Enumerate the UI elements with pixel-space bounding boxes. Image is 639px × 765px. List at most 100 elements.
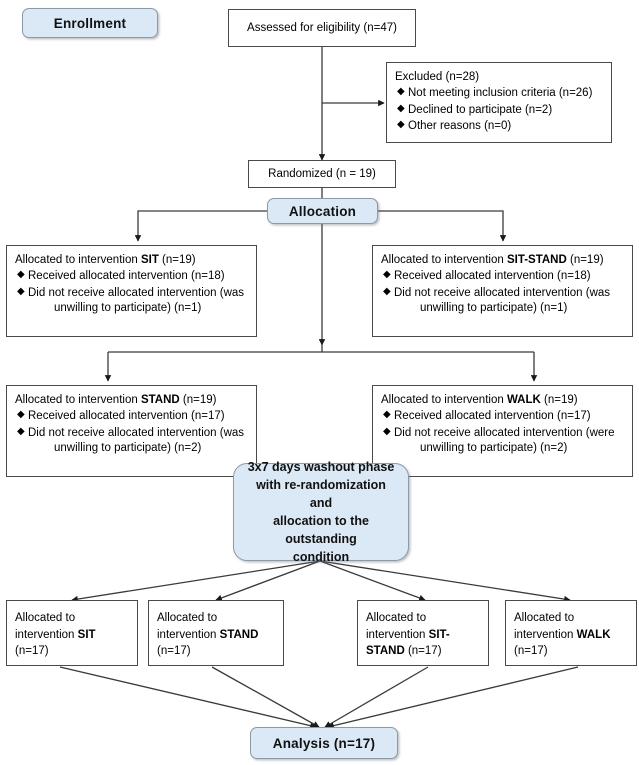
allocation-detail-list: ◆Received allocated intervention (n=17) … [381,409,624,456]
crossover-line-1: Allocated to [514,612,575,624]
bullet-icon: ◆ [17,285,25,297]
not-received-text-cont: unwilling to participate) (n=1) [420,302,568,315]
analysis-text: Analysis (n=17) [272,735,376,751]
allocation-detail-list: ◆Received allocated intervention (n=18) … [15,269,248,316]
bullet-icon: ◆ [17,425,25,437]
received-text: Received allocated intervention (n=18) [28,270,225,283]
randomized-text: Randomized (n = 19) [268,168,376,181]
list-item: ◆Did not receive allocated intervention … [381,426,624,457]
list-item: ◆Received allocated intervention (n=17) [15,409,248,424]
allocation-arm-name: SIT [140,254,159,266]
not-received-text: Did not receive allocated intervention (… [394,426,615,439]
allocation-detail-list: ◆Received allocated intervention (n=18) … [381,269,624,316]
list-item: ◆Other reasons (n=0) [395,119,603,134]
list-item: ◆Not meeting inclusion criteria (n=26) [395,86,603,101]
washout-text-block: 3x7 days washout phase with re-randomiza… [244,458,398,567]
box-washout-phase: 3x7 days washout phase with re-randomiza… [233,460,409,564]
phase-label-enrollment: Enrollment [22,8,158,38]
allocation-arm-name: STAND [140,394,180,406]
allocation-title-prefix: Allocated to intervention [381,394,507,406]
box-allocated-stand: Allocated to intervention STAND (n=19) ◆… [6,385,257,477]
excluded-reason-text: Other reasons (n=0) [408,120,512,133]
allocation-arm-name: WALK [506,394,541,406]
crossover-arm-name: SIT [77,628,96,641]
box-analysis: Analysis (n=17) [250,727,398,759]
bullet-icon: ◆ [397,86,405,98]
excluded-reason-text: Not meeting inclusion criteria (n=26) [408,87,593,100]
box-allocated-sit: Allocated to intervention SIT (n=19) ◆Re… [6,245,257,337]
box-crossover-walk: Allocated to intervention WALK (n=17) [505,600,637,666]
allocation-title-prefix: Allocated to intervention [15,254,141,266]
crossover-line-3: (n=17) [514,645,548,658]
washout-line-4: condition [292,550,350,565]
box-crossover-stand: Allocated to intervention STAND (n=17) [148,600,284,666]
crossover-prefix: intervention [15,628,78,641]
received-text: Received allocated intervention (n=18) [394,270,591,283]
list-item: ◆Did not receive allocated intervention … [381,286,624,317]
bullet-icon: ◆ [17,409,25,421]
allocation-detail-list: ◆Received allocated intervention (n=17) … [15,409,248,456]
allocation-title-suffix: (n=19) [179,394,217,406]
bullet-icon: ◆ [397,119,405,131]
crossover-line-3: (n=17) [157,645,191,658]
box-crossover-sit-stand: Allocated to intervention SIT- STAND (n=… [357,600,489,666]
washout-line-3: allocation to the outstanding [273,514,369,547]
crossover-prefix: intervention [157,628,220,641]
list-item: ◆Received allocated intervention (n=18) [381,269,624,284]
box-assessed-for-eligibility: Assessed for eligibility (n=47) [228,9,416,47]
phase-label-allocation: Allocation [267,198,378,224]
allocation-title: Allocated to intervention WALK (n=19) [381,393,624,408]
box-allocated-sit-stand: Allocated to intervention SIT-STAND (n=1… [372,245,633,337]
crossover-arm-name: SIT- [428,628,450,641]
crossover-line-1: Allocated to [157,612,218,624]
crossover-line-2: intervention SIT- [366,627,481,644]
allocation-title: Allocated to intervention SIT-STAND (n=1… [381,253,624,268]
bullet-icon: ◆ [383,425,391,437]
allocation-title-prefix: Allocated to intervention [381,254,507,266]
not-received-text: Did not receive allocated intervention (… [28,286,245,299]
allocation-arm-name: SIT-STAND [506,254,567,266]
crossover-arm-name-cont: STAND [366,645,405,658]
assessed-text: Assessed for eligibility (n=47) [247,22,397,35]
excluded-reason-text: Declined to participate (n=2) [408,103,553,116]
box-crossover-sit: Allocated to intervention SIT (n=17) [6,600,138,666]
crossover-prefix: intervention [366,628,429,641]
allocation-title-suffix: (n=19) [158,254,196,266]
not-received-text-cont: unwilling to participate) (n=1) [54,302,202,315]
not-received-text: Did not receive allocated intervention (… [394,286,611,299]
not-received-text: Did not receive allocated intervention (… [28,426,245,439]
crossover-line-3: (n=17) [15,645,49,658]
crossover-line-2: intervention WALK [514,627,629,644]
list-item: ◆Received allocated intervention (n=17) [381,409,624,424]
phase-allocation-text: Allocation [288,203,357,219]
list-item: ◆Declined to participate (n=2) [395,103,603,118]
crossover-arm-name: STAND [219,628,259,641]
allocation-title-suffix: (n=19) [540,394,578,406]
crossover-prefix: intervention [514,628,577,641]
bullet-icon: ◆ [397,102,405,114]
allocation-title-suffix: (n=19) [566,254,604,266]
list-item: ◆Did not receive allocated intervention … [15,286,248,317]
crossover-line-2: intervention SIT [15,627,130,644]
excluded-reason-list: ◆Not meeting inclusion criteria (n=26) ◆… [395,86,603,134]
received-text: Received allocated intervention (n=17) [394,410,591,423]
excluded-title: Excluded (n=28) [395,71,480,83]
bullet-icon: ◆ [383,409,391,421]
bullet-icon: ◆ [383,285,391,297]
list-item: ◆Did not receive allocated intervention … [15,426,248,457]
bullet-icon: ◆ [17,269,25,281]
not-received-text-cont: unwilling to participate) (n=2) [420,442,568,455]
crossover-arm-name: WALK [576,628,611,641]
crossover-line-1: Allocated to [15,612,76,624]
box-randomized: Randomized (n = 19) [248,160,396,188]
list-item: ◆Received allocated intervention (n=18) [15,269,248,284]
crossover-line-1: Allocated to [366,612,427,624]
box-allocated-walk: Allocated to intervention WALK (n=19) ◆R… [372,385,633,477]
allocation-title: Allocated to intervention STAND (n=19) [15,393,248,408]
allocation-title: Allocated to intervention SIT (n=19) [15,253,248,268]
box-excluded: Excluded (n=28) ◆Not meeting inclusion c… [386,62,612,143]
washout-line-2: with re-randomization and [256,477,386,510]
received-text: Received allocated intervention (n=17) [28,410,225,423]
phase-enrollment-text: Enrollment [53,15,127,31]
